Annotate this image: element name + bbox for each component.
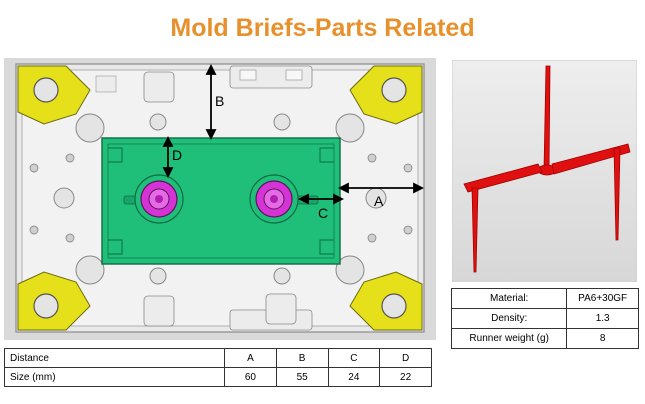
- dimension-label-a: A: [374, 193, 384, 209]
- mold-layout-diagram: B D A C: [4, 58, 436, 340]
- table-row: Material: PA6+30GF: [450, 288, 639, 309]
- table-cell: 22: [379, 367, 432, 387]
- material-table: Material: PA6+30GF Density: 1.3 Runner w…: [450, 288, 639, 349]
- runner-weight-value: 8: [566, 328, 639, 349]
- cavity-left: [134, 174, 184, 224]
- runner-part: [463, 65, 631, 273]
- dimension-label-b: B: [215, 93, 224, 109]
- table-row: Density: 1.3: [450, 308, 639, 329]
- table-cell: 55: [275, 367, 329, 387]
- cavity-right: [249, 174, 299, 224]
- table-cell: B: [275, 348, 329, 368]
- table-cell: Distance: [3, 348, 226, 368]
- density-label: Density:: [450, 308, 568, 329]
- table-cell: A: [224, 348, 277, 368]
- dimension-label-d: D: [172, 147, 182, 163]
- dimension-arrows: [162, 63, 425, 205]
- distance-table: Distance A B C D Size (mm) 60 55 24 22: [3, 348, 432, 387]
- density-value: 1.3: [566, 308, 639, 329]
- runner-3d-render: [452, 60, 637, 282]
- table-cell: 24: [327, 367, 381, 387]
- table-row: Size (mm) 60 55 24 22: [3, 367, 432, 387]
- table-cell: D: [379, 348, 432, 368]
- page-title: Mold Briefs-Parts Related: [170, 14, 475, 42]
- table-row: Distance A B C D: [3, 348, 432, 368]
- material-label: Material:: [450, 288, 568, 309]
- table-cell: 60: [224, 367, 277, 387]
- table-cell: C: [327, 348, 381, 368]
- table-row: Runner weight (g) 8: [450, 328, 639, 349]
- material-value: PA6+30GF: [566, 288, 639, 309]
- table-cell: Size (mm): [3, 367, 226, 387]
- dimension-label-c: C: [318, 205, 328, 221]
- runner-weight-label: Runner weight (g): [450, 328, 568, 349]
